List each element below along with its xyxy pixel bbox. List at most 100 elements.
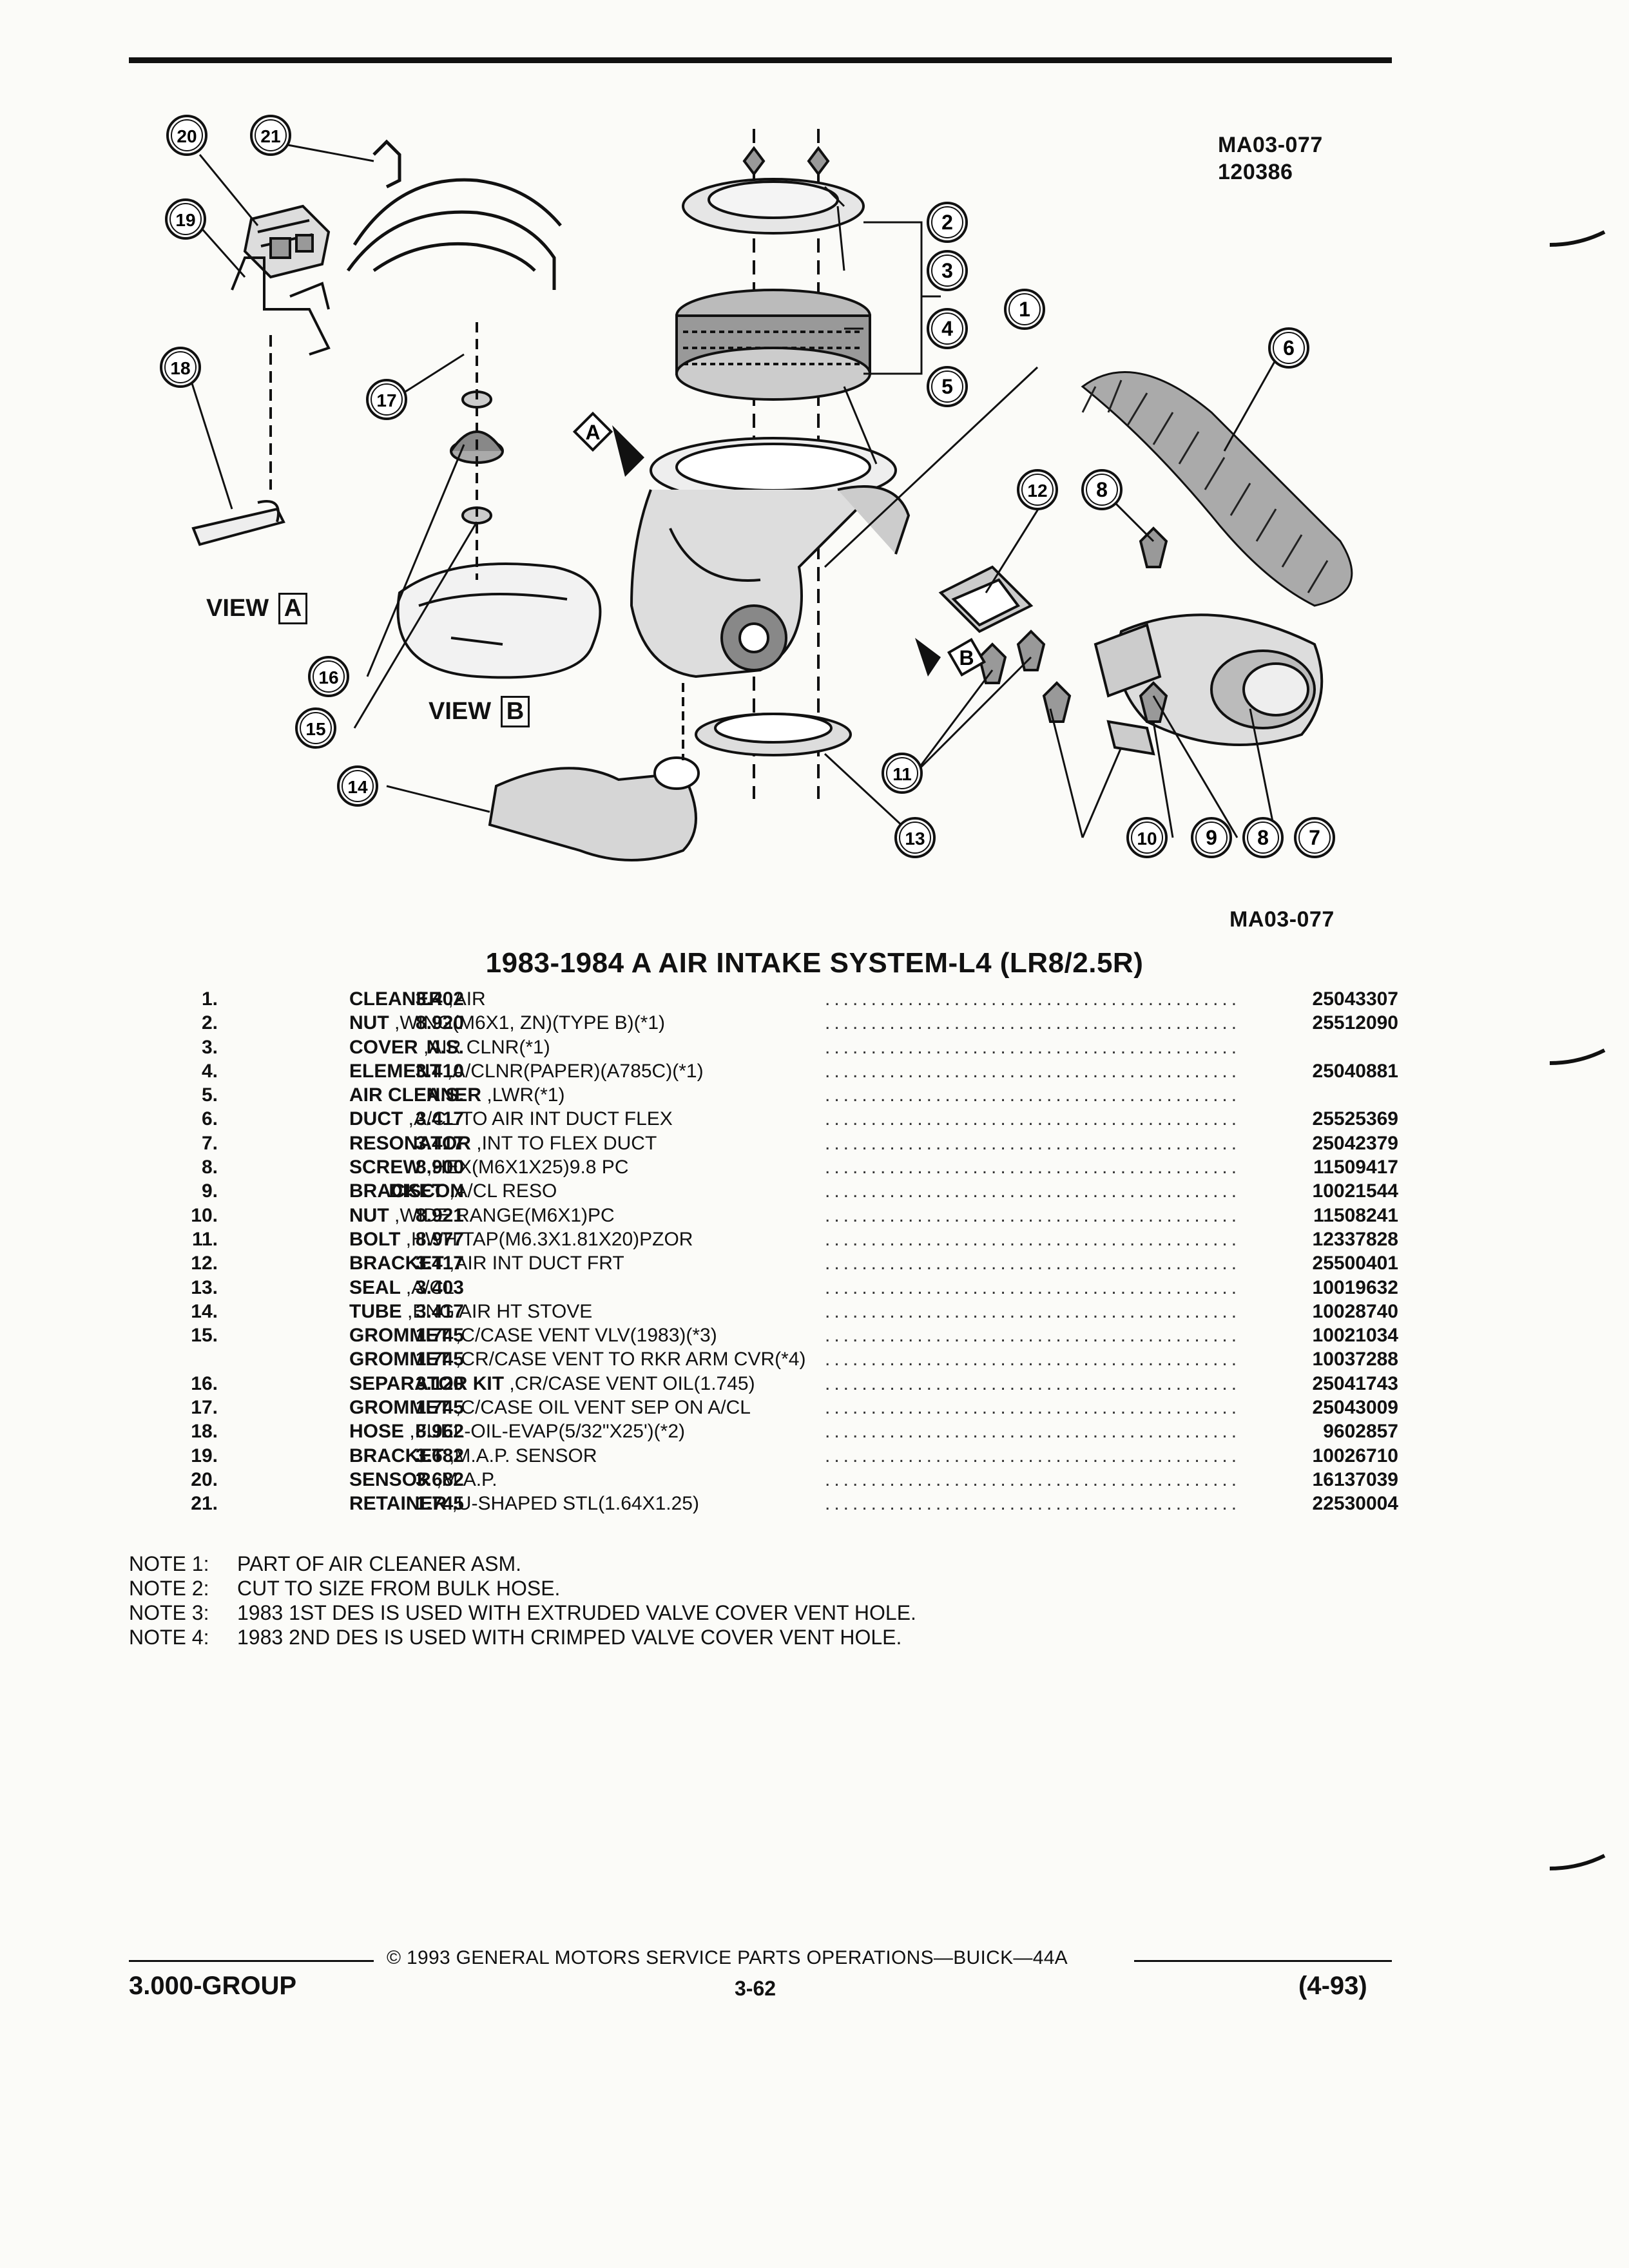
duct-bracket-drawing — [938, 565, 1034, 633]
part-description: BRACKET ,A/CL RESO — [349, 1179, 557, 1203]
part-noun: BRACKET — [349, 1253, 444, 1274]
part-modifiers: ,M.A.P. SENSOR — [449, 1445, 597, 1466]
callout-8: 8 — [1081, 469, 1123, 510]
note-text: 1983 1ST DES IS USED WITH EXTRUDED VALVE… — [237, 1601, 916, 1624]
part-noun: RESONATOR — [349, 1132, 471, 1154]
leader-dots: ........................................… — [825, 988, 1237, 1010]
view-b-letter: B — [500, 696, 530, 727]
part-noun: GROMMET — [349, 1397, 450, 1419]
part-noun: COVER — [349, 1036, 418, 1058]
part-modifiers: ,HWH TAP(M6.3X1.81X20)PZOR — [405, 1228, 693, 1250]
note-line: NOTE 1:PART OF AIR CLEANER ASM. — [129, 1552, 916, 1576]
part-index: 1. — [201, 988, 218, 1010]
part-index: 9. — [201, 1180, 218, 1202]
callout-17: 17 — [366, 379, 407, 420]
leader-lines — [186, 140, 1284, 839]
svg-text:12: 12 — [1027, 481, 1047, 501]
leader-dots: ........................................… — [825, 1157, 1237, 1178]
leader-dots: ........................................… — [825, 1204, 1237, 1226]
leader-dots: ........................................… — [825, 1276, 1237, 1298]
group-number: 3.417 — [415, 1300, 464, 1322]
svg-text:8: 8 — [1257, 826, 1269, 849]
svg-text:2: 2 — [941, 211, 953, 234]
part-number: 10037288 — [1312, 1349, 1398, 1370]
air-cleaner-stack-drawing — [630, 129, 911, 799]
part-noun: DUCT — [349, 1108, 403, 1130]
callout-5: 5 — [927, 366, 968, 407]
callout-11: 11 — [882, 753, 923, 794]
leader-dots: ........................................… — [825, 1397, 1237, 1419]
leader-dots: ........................................… — [825, 1012, 1237, 1034]
group-number: 3.417 — [415, 1108, 464, 1130]
part-description: SENSOR ,M.A.P. — [349, 1468, 497, 1492]
group-number: N.S. — [426, 1036, 464, 1058]
part-description: GROMMET ,C/CASE OIL VENT SEP ON A/CL — [349, 1396, 751, 1419]
leader-dots: ........................................… — [825, 1180, 1237, 1202]
notes-list: NOTE 1:PART OF AIR CLEANER ASM.NOTE 2:CU… — [129, 1552, 916, 1649]
part-noun: SCREW — [349, 1157, 421, 1178]
part-modifiers: ,AIR — [448, 988, 486, 1010]
svg-text:16: 16 — [318, 668, 338, 687]
part-number: 25041743 — [1312, 1372, 1398, 1394]
heat-stove-tube-drawing — [488, 683, 700, 861]
valve-cover-drawing — [396, 562, 602, 679]
svg-text:14: 14 — [347, 777, 368, 797]
part-number: 22530004 — [1312, 1493, 1398, 1515]
part-index: 7. — [201, 1132, 218, 1154]
part-index: 10. — [191, 1204, 218, 1226]
view-b-label: VIEW B — [429, 696, 530, 727]
part-modifiers: ,FUEL-OIL-EVAP(5/32"X25')(*2) — [409, 1421, 686, 1443]
group-number: N.S. — [426, 1084, 464, 1106]
callout-2: 2 — [927, 202, 968, 243]
part-modifiers: ,U-SHAPED STL(1.64X1.25) — [452, 1493, 699, 1515]
part-modifiers: ,A/CL RESO — [449, 1180, 557, 1202]
map-sensor-drawing — [243, 204, 331, 279]
leader-dots: ........................................… — [825, 1132, 1237, 1154]
callout-6: 6 — [1268, 327, 1309, 369]
group-number: DISCON — [389, 1180, 464, 1202]
top-rule — [129, 57, 1392, 63]
svg-text:15: 15 — [305, 719, 325, 739]
part-index: 11. — [191, 1228, 218, 1250]
leader-dots: ........................................… — [825, 1468, 1237, 1490]
part-number: 25525369 — [1312, 1108, 1398, 1130]
part-modifiers: ,INT TO FLEX DUCT — [476, 1132, 657, 1154]
svg-text:18: 18 — [170, 358, 190, 378]
part-noun: GROMMET — [349, 1349, 450, 1370]
part-number: 25500401 — [1312, 1253, 1398, 1274]
part-noun: NUT — [349, 1204, 389, 1226]
footer-rule-right — [1134, 1960, 1392, 1962]
group-number: 8.920 — [415, 1012, 464, 1034]
part-number: 25512090 — [1312, 1012, 1398, 1034]
separator-kit-drawing — [450, 322, 504, 580]
group-number: 1.745 — [415, 1349, 464, 1370]
parts-row: 5.N.S.AIR CLEANER ,LWR(*1)..............… — [129, 1083, 1398, 1107]
leader-dots: ........................................… — [825, 1300, 1237, 1322]
footer-copyright: © 1993 GENERAL MOTORS SERVICE PARTS OPER… — [387, 1947, 1068, 1968]
resonator-drawing — [1094, 613, 1324, 746]
footer-page-number: 3-62 — [735, 1977, 776, 2000]
part-number: 12337828 — [1312, 1228, 1398, 1250]
part-index: 4. — [201, 1060, 218, 1082]
part-index: 20. — [191, 1468, 218, 1490]
part-description: RESONATOR ,INT TO FLEX DUCT — [349, 1131, 657, 1155]
leader-dots: ........................................… — [825, 1036, 1237, 1058]
leader-dots: ........................................… — [825, 1228, 1237, 1250]
parts-row: 3.N.S.COVER ,AIR CLNR(*1)...............… — [129, 1035, 1398, 1059]
note-label: NOTE 1: — [129, 1552, 209, 1575]
part-noun: CLEANER — [349, 988, 443, 1010]
group-number: 8.921 — [415, 1204, 464, 1226]
svg-text:19: 19 — [175, 210, 195, 230]
figure-code: 120386 — [1218, 160, 1293, 184]
part-noun: GROMMET — [349, 1325, 450, 1347]
part-modifiers: ,A/CL TO AIR INT DUCT FLEX — [408, 1108, 673, 1130]
